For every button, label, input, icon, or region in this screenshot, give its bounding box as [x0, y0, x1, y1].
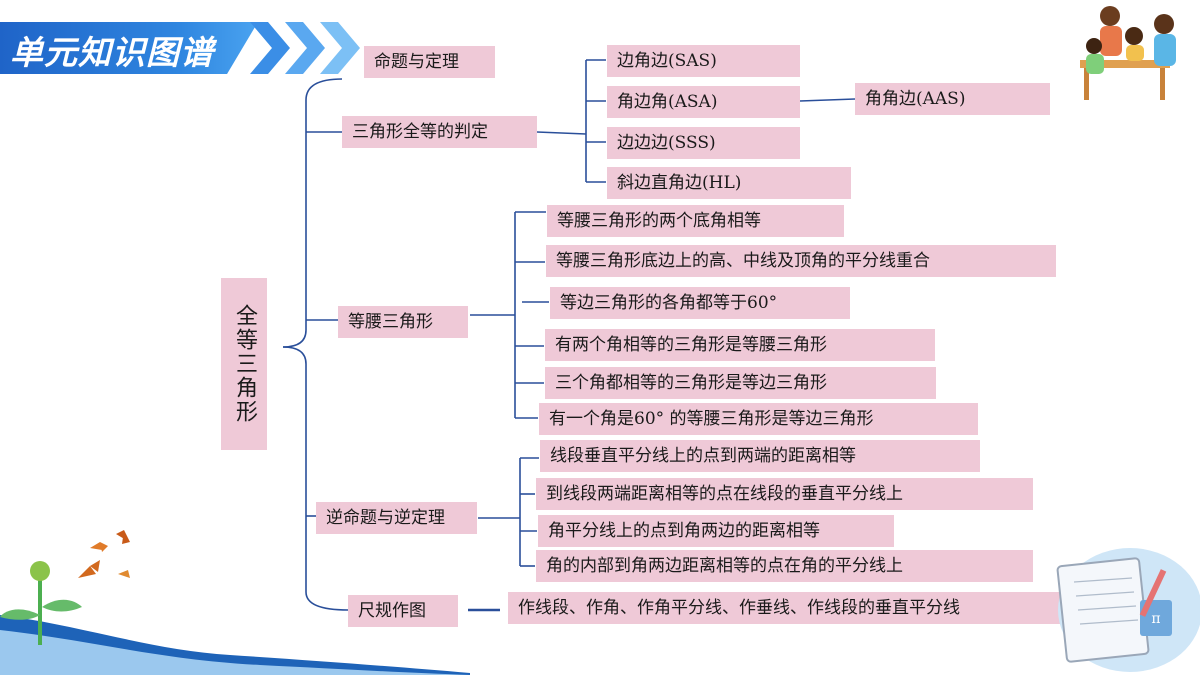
isosceles-item: 等边三角形的各角都等于60°	[550, 287, 850, 319]
converse-item: 角平分线上的点到角两边的距离相等	[538, 515, 894, 547]
chevron-right-icon	[285, 22, 325, 74]
butterflies-icon	[78, 530, 130, 578]
connector-root-bottom	[282, 346, 349, 611]
connector-root-top	[282, 78, 343, 348]
page-title: 单元知识图谱	[10, 33, 214, 72]
wave-plant-decoration	[0, 561, 470, 675]
congruence-item-hl: 斜边直角边(HL)	[607, 167, 851, 199]
congruence-item-asa: 角边角(ASA)	[607, 86, 800, 118]
branch-isosceles: 等腰三角形	[338, 306, 468, 338]
congruence-item-aas: 角角边(AAS)	[855, 83, 1050, 115]
header-banner	[0, 22, 258, 74]
math-notebook-icon: π	[1056, 548, 1200, 672]
isosceles-item: 等腰三角形底边上的高、中线及顶角的平分线重合	[546, 245, 1056, 277]
branch-proposition: 命题与定理	[364, 46, 495, 78]
branch-converse: 逆命题与逆定理	[316, 502, 477, 534]
svg-text:π: π	[1151, 611, 1160, 627]
congruence-item-sss: 边边边(SSS)	[607, 127, 800, 159]
connector-aas	[799, 98, 856, 102]
chevron-right-icon	[320, 22, 360, 74]
branch-congruence: 三角形全等的判定	[342, 116, 537, 148]
teachers-illustration-icon	[1080, 6, 1176, 100]
isosceles-item: 有两个角相等的三角形是等腰三角形	[545, 329, 935, 361]
converse-item: 线段垂直平分线上的点到两端的距离相等	[540, 440, 980, 472]
root-node: 全等三角形	[221, 278, 267, 450]
chevron-right-icon	[250, 22, 290, 74]
congruence-item-sas: 边角边(SAS)	[607, 45, 800, 77]
construction-detail: 作线段、作角、作角平分线、作垂线、作线段的垂直平分线	[508, 592, 1061, 624]
isosceles-item: 等腰三角形的两个底角相等	[547, 205, 844, 237]
converse-item: 角的内部到角两边距离相等的点在角的平分线上	[536, 550, 1033, 582]
converse-item: 到线段两端距离相等的点在线段的垂直平分线上	[536, 478, 1033, 510]
isosceles-item: 三个角都相等的三角形是等边三角形	[545, 367, 936, 399]
isosceles-item: 有一个角是60° 的等腰三角形是等边三角形	[539, 403, 978, 435]
branch-construction: 尺规作图	[348, 595, 458, 627]
plant-sprout-icon	[0, 561, 82, 645]
